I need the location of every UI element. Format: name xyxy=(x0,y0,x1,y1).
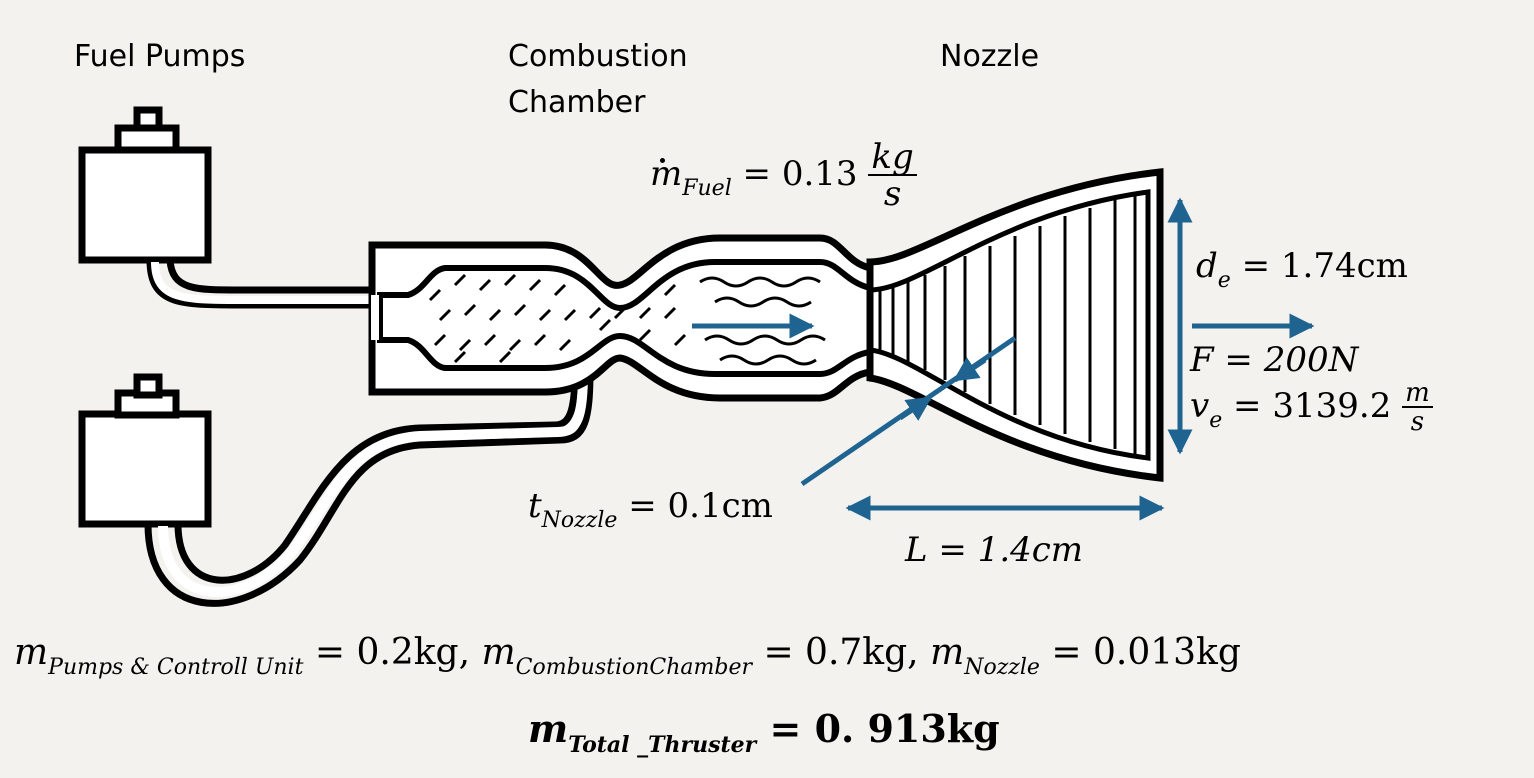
thickness-arrow-1 xyxy=(898,395,933,421)
combustion-chamber-label-line1: Combustion xyxy=(508,39,688,74)
fuel-line-bottom xyxy=(144,369,594,607)
exit-diameter-label: de = 1.74cm xyxy=(1196,246,1408,293)
total-thruster-mass: mTotal _Thruster = 0. 913kg xyxy=(528,706,1000,758)
component-masses: mPumps & Controll Unit = 0.2kg, mCombust… xyxy=(14,632,1241,680)
fuel-pump-top xyxy=(78,106,212,264)
pumps-mass: mPumps & Controll Unit = 0.2kg, xyxy=(14,632,471,680)
chamber-mass: mCombustionChamber = 0.7kg, xyxy=(481,632,919,680)
nozzle-label: Nozzle xyxy=(940,39,1040,74)
thickness-arrow-2 xyxy=(952,357,987,383)
fuel-pumps-label: Fuel Pumps xyxy=(74,39,246,74)
nozzle-thickness-label: tNozzle = 0.1cm xyxy=(528,486,773,533)
combustion-chamber-label-line2: Chamber xyxy=(508,85,646,120)
nozzle-inner-wall xyxy=(869,189,1151,461)
fuel-line-top xyxy=(146,259,375,309)
combustion-flow-dashes xyxy=(428,273,687,364)
combustion-flow-waves xyxy=(699,276,826,366)
fuel-line-bottom-fill xyxy=(158,371,588,597)
fuel-pump-bottom xyxy=(78,373,212,528)
nozzle-mass: mNozzle = 0.013kg xyxy=(930,632,1241,680)
thrust-label: F = 200N xyxy=(1190,340,1359,380)
nozzle-length-label: L = 1.4cm xyxy=(905,530,1084,570)
fuel-line-top-fill xyxy=(151,261,375,304)
